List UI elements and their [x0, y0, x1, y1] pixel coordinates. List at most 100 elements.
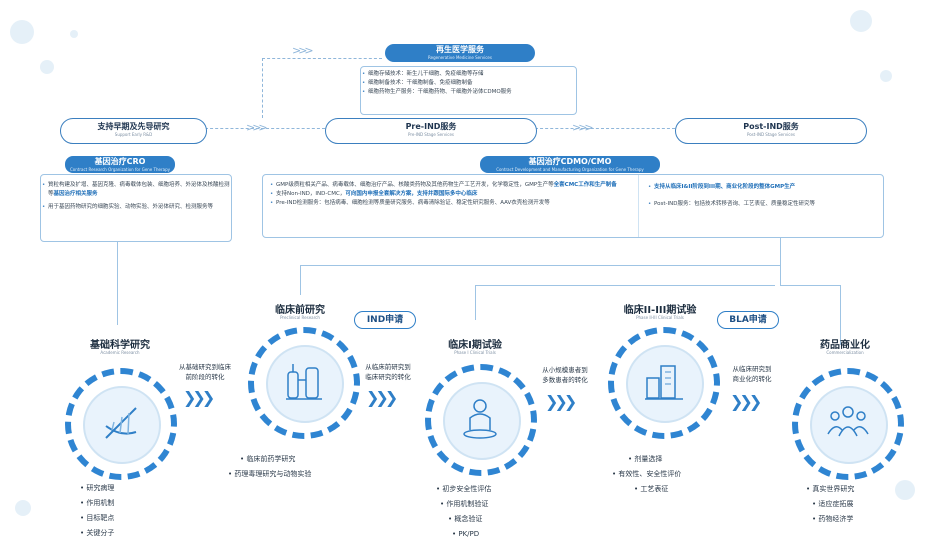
stage-title: 临床II-III期试验	[623, 305, 697, 316]
cdmo-title: 基因治疗CDMO/CMO	[528, 157, 612, 166]
transition-label: 从临床前研究到临床研究的转化	[365, 363, 411, 381]
connector-line	[780, 235, 781, 285]
stage-item: • 作用机制验证	[440, 500, 489, 508]
stage-item: • 药物经济学	[812, 515, 854, 523]
transition-label: 从临床研究到商业化的转化	[732, 365, 772, 383]
cdmo-item: GMP级质粒相关产品、病毒载体、细胞治疗产品、核酸类药物及其他药物生产工艺开发，…	[269, 181, 629, 190]
regen-title-tag: 再生医学服务 Regenerative Medicine Services	[385, 44, 535, 62]
cro-item: 質粒构建及扩增、基因克隆、病毒载体包装、细胞培养、外泌体及核酸检测等基因治疗相关…	[41, 181, 231, 199]
phase-early-subtitle: Support Early R&D	[114, 132, 153, 137]
connector-line	[475, 285, 775, 286]
background-dot	[10, 20, 34, 44]
regen-item: 细胞制备技术：干细胞制备、免疫细胞制备	[361, 79, 576, 88]
stage-subtitle: Preclinical Research	[280, 315, 320, 320]
stage-title: 基础科学研究	[90, 340, 150, 351]
regen-item: 细胞存储技术：新生儿干细胞、免疫细胞等存储	[361, 70, 576, 79]
regen-services-box: 细胞存储技术：新生儿干细胞、免疫细胞等存储 细胞制备技术：干细胞制备、免疫细胞制…	[360, 66, 577, 115]
cdmo-item: Post-IND服务：包括技术转移咨询、工艺表征、质量稳定性研究等	[647, 200, 877, 209]
stage-item: • PK/PD	[452, 530, 480, 538]
cdmo-item: 支持从临床I&II阶段到III期、商业化阶段的整体GMP生产	[647, 183, 877, 192]
phase-postind-title: Post-IND服务	[743, 122, 799, 131]
chevron-right-icon: ❯❯❯	[183, 388, 215, 407]
ind-milestone: IND申请	[354, 311, 416, 329]
connector-line	[262, 58, 382, 59]
cdmo-left-column: GMP级质粒相关产品、病毒载体、细胞治疗产品、核酸类药物及其他药物生产工艺开发，…	[269, 181, 629, 208]
stage-item: • 工艺表征	[634, 485, 669, 493]
cdmo-divider	[638, 175, 639, 237]
cdmo-title-tag: 基因治疗CDMO/CMO Contract Development and Ma…	[480, 156, 660, 173]
connector-line	[300, 265, 780, 266]
stage-item: • 作用机制	[80, 499, 115, 507]
background-dot	[15, 500, 31, 516]
stage-item: • 真实世界研究	[806, 485, 855, 493]
background-dot	[850, 10, 872, 32]
stage-title: 药品商业化	[820, 340, 870, 351]
transition-label: 从基础研究到临床前阶段的转化	[179, 363, 231, 381]
stage-item: • 临床前药学研究	[240, 455, 296, 463]
stage-inner	[626, 345, 704, 423]
chevron-right-icon: ❯❯❯	[366, 388, 398, 407]
cro-item: 用于基因药物研究的细胞实验、动物实验、外泌体研究、检测服务等	[41, 203, 231, 212]
stage-item: • 概念验证	[448, 515, 483, 523]
dna-icon	[105, 407, 137, 439]
arrow-icon: >>>	[572, 121, 594, 134]
stage-item: • 研究病理	[80, 484, 115, 492]
connector-line	[840, 285, 841, 345]
stage-subtitle: Phase I Clinical Trials	[454, 350, 496, 355]
regen-item: 细胞药物生产服务：干细胞药物、干细胞外泌体CDMO服务	[361, 88, 576, 97]
people-group-icon	[827, 406, 869, 437]
phase-postind-pill: Post-IND服务 Post-IND Stage Services	[675, 118, 867, 144]
background-dot	[880, 70, 892, 82]
cdmo-item: 支持Non-IND，IND-CMC，可向国内申报全套解决方案，支持并跟国际多中心…	[269, 190, 629, 199]
cro-subtitle: Contract Research Organization for Gene …	[70, 167, 170, 172]
stage-item: • 有效性、安全性评价	[612, 470, 682, 478]
arrow-icon: >>>	[292, 44, 314, 57]
stage-subtitle: Commercialization	[826, 350, 864, 355]
person-icon	[463, 399, 497, 439]
connector-line	[300, 265, 301, 295]
background-dot	[70, 30, 78, 38]
cdmo-subtitle: Contract Development and Manufacturing O…	[496, 167, 644, 172]
cro-title-tag: 基因治疗CRO Contract Research Organization f…	[65, 156, 175, 173]
phase-early-title: 支持早期及先导研究	[97, 122, 170, 131]
stage-item: • 目标靶点	[80, 514, 115, 522]
connector-line	[475, 285, 476, 320]
background-dot	[40, 60, 54, 74]
stage-inner	[83, 386, 161, 464]
stage-inner	[266, 345, 344, 423]
stage-inner	[810, 386, 888, 464]
chevron-right-icon: ❯❯❯	[730, 392, 762, 411]
connector-line	[780, 285, 840, 286]
connector-line	[262, 58, 263, 118]
phase-preind-subtitle: Pre-IND Stage Services	[407, 132, 455, 137]
transition-label: 从小规模患者到多数患者的转化	[542, 366, 588, 384]
background-dot	[895, 480, 915, 500]
cdmo-services-box: GMP级质粒相关产品、病毒载体、细胞治疗产品、核酸类药物及其他药物生产工艺开发，…	[262, 174, 884, 238]
regen-subtitle: Regenerative Medicine Services	[428, 55, 492, 60]
cro-title: 基因治疗CRO	[94, 157, 146, 166]
stage-item: • 适应症拓展	[812, 500, 854, 508]
phase-preind-title: Pre-IND服务	[405, 122, 457, 131]
stage-item: • 关键分子	[80, 529, 115, 537]
lab-equipment-icon	[286, 364, 322, 400]
stage-subtitle: Phase II-III Clinical Trials	[636, 315, 684, 320]
factory-icon	[645, 365, 683, 400]
connector-line	[535, 128, 675, 129]
stage-item: • 药理毒理研究与动物实验	[228, 470, 312, 478]
cdmo-right-column: 支持从临床I&II阶段到III期、商业化阶段的整体GMP生产 Post-IND服…	[647, 183, 877, 209]
regen-title: 再生医学服务	[436, 45, 484, 54]
stage-item: • 初步安全性评估	[436, 485, 492, 493]
phase-postind-subtitle: Post-IND Stage Services	[746, 132, 796, 137]
connector-line	[205, 128, 325, 129]
phase-early-pill: 支持早期及先导研究 Support Early R&D	[60, 118, 207, 144]
stage-inner	[443, 382, 521, 460]
connector-line	[117, 235, 118, 325]
stage-title: 临床前研究	[275, 305, 325, 316]
bla-milestone: BLA申请	[717, 311, 779, 329]
cro-services-box: 質粒构建及扩增、基因克隆、病毒载体包装、细胞培养、外泌体及核酸检测等基因治疗相关…	[40, 174, 232, 242]
phase-preind-pill: Pre-IND服务 Pre-IND Stage Services	[325, 118, 537, 144]
arrow-icon: >>>	[246, 121, 268, 134]
chevron-right-icon: ❯❯❯	[545, 392, 577, 411]
stage-subtitle: Academic Research	[100, 350, 140, 355]
stage-item: • 剂量选择	[628, 455, 663, 463]
